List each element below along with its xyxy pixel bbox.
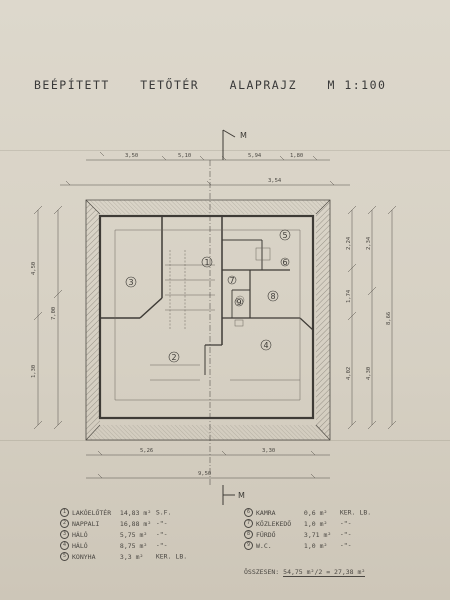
dim-right-b: 2,34 — [366, 236, 372, 250]
legend-area: 16,88 m² — [119, 519, 152, 528]
room-7-label: 7 — [230, 276, 235, 285]
room-labels: 1 2 3 4 5 6 7 8 9 — [125, 229, 291, 363]
legend-note: -"- — [339, 519, 352, 528]
legend-note: S.F. — [155, 508, 172, 517]
legend-number: 5 — [60, 552, 69, 561]
legend-number: 4 — [60, 541, 69, 550]
room-2-label: 2 — [172, 353, 177, 362]
legend-number: 9 — [244, 541, 253, 550]
legend-note: -"- — [155, 530, 168, 539]
legend-note: KER. LB. — [155, 552, 188, 561]
room-8-label: 8 — [271, 292, 276, 301]
legend-name: LAKÓELŐTÉR — [72, 508, 112, 517]
dim-bottom-overall: 9,50 — [198, 471, 211, 477]
legend-note: -"- — [339, 530, 352, 539]
legend-number: 1 — [60, 508, 69, 517]
left-dimensions — [33, 205, 63, 430]
drawing-title: BEÉPÍTETT TETŐTÉR ALAPRAJZ M 1:100 — [34, 78, 434, 92]
room-9-label: 9 — [237, 298, 242, 307]
roof-outline — [85, 199, 331, 441]
dim-right-d: 4,02 — [346, 367, 352, 380]
total-label: ÖSSZESEN: — [244, 568, 280, 576]
legend-area: 3,71 m² — [303, 530, 332, 539]
room-4-label: 4 — [264, 341, 269, 350]
dim-bottom-right: 3,30 — [262, 448, 275, 454]
dim-left-c: 1,30 — [31, 365, 37, 378]
dim-left-a: 4,50 — [31, 262, 37, 275]
dim-right-c: 1,74 — [346, 289, 352, 303]
legend-note: KER. LB. — [339, 508, 372, 517]
legend-note: -"- — [155, 541, 168, 550]
legend-name: KAMRA — [256, 508, 276, 517]
dim-top-left: 3,50 — [125, 153, 138, 159]
title-scale: M 1:100 — [327, 78, 387, 92]
room-1-label: 1 — [205, 258, 210, 267]
dim-right-a: 2,24 — [346, 236, 352, 250]
dim-top-overall: 3,54 — [268, 178, 282, 184]
dim-top-left2: 5,10 — [178, 153, 191, 159]
title-part-2: TETŐTÉR — [140, 78, 200, 92]
legend-area: 1,0 m² — [303, 541, 328, 550]
interior-lines — [114, 229, 301, 401]
legend-name: KÖZLEKEDŐ — [256, 519, 292, 528]
top-dimensions — [60, 151, 350, 186]
dim-right-overall: 8,66 — [386, 312, 392, 325]
dim-top-right2: 1,80 — [290, 153, 303, 159]
section-mark-bottom: M — [238, 491, 245, 500]
dim-left-b: 7,00 — [51, 307, 57, 320]
legend-number: 2 — [60, 519, 69, 528]
legend-note: -"- — [155, 519, 168, 528]
legend-number: 3 — [60, 530, 69, 539]
dim-right-e: 4,30 — [366, 367, 372, 380]
section-marks — [209, 129, 236, 505]
title-part-1: BEÉPÍTETT — [34, 78, 110, 92]
legend-note: -"- — [339, 541, 352, 550]
legend-number: 8 — [244, 530, 253, 539]
legend-area: 8,75 m² — [119, 541, 148, 550]
legend-area: 5,75 m² — [119, 530, 148, 539]
right-dimensions — [347, 205, 397, 430]
legend-name: NAPPALI — [72, 519, 100, 528]
total-value: 54,75 m²/2 = 27,38 m² — [283, 568, 366, 577]
bottom-dimensions — [86, 450, 330, 479]
legend-area: 3,3 m² — [119, 552, 144, 561]
walls — [98, 214, 315, 420]
legend-name: HÁLÓ — [72, 541, 88, 550]
legend-name: KONYHA — [72, 552, 96, 561]
legend-area: 0,6 m² — [303, 508, 328, 517]
legend-total: ÖSSZESEN: 54,75 m²/2 = 27,38 m² — [244, 568, 366, 577]
dim-bottom-left: 5,26 — [140, 448, 153, 454]
legend-area: 14,83 m² — [119, 508, 152, 517]
legend-name: W.C. — [256, 541, 272, 550]
title-part-3: ALAPRAJZ — [229, 78, 298, 92]
legend-name: HÁLÓ — [72, 530, 88, 539]
legend-area: 1,0 m² — [303, 519, 328, 528]
legend-number: 6 — [244, 508, 253, 517]
legend-number: 7 — [244, 519, 253, 528]
room-3-label: 3 — [129, 278, 134, 287]
section-mark-top: M — [240, 131, 247, 140]
legend-name: FÜRDŐ — [256, 530, 276, 539]
dim-top-right: 5,94 — [248, 153, 262, 159]
room-6-label: 6 — [283, 258, 288, 267]
room-5-label: 5 — [283, 231, 288, 240]
